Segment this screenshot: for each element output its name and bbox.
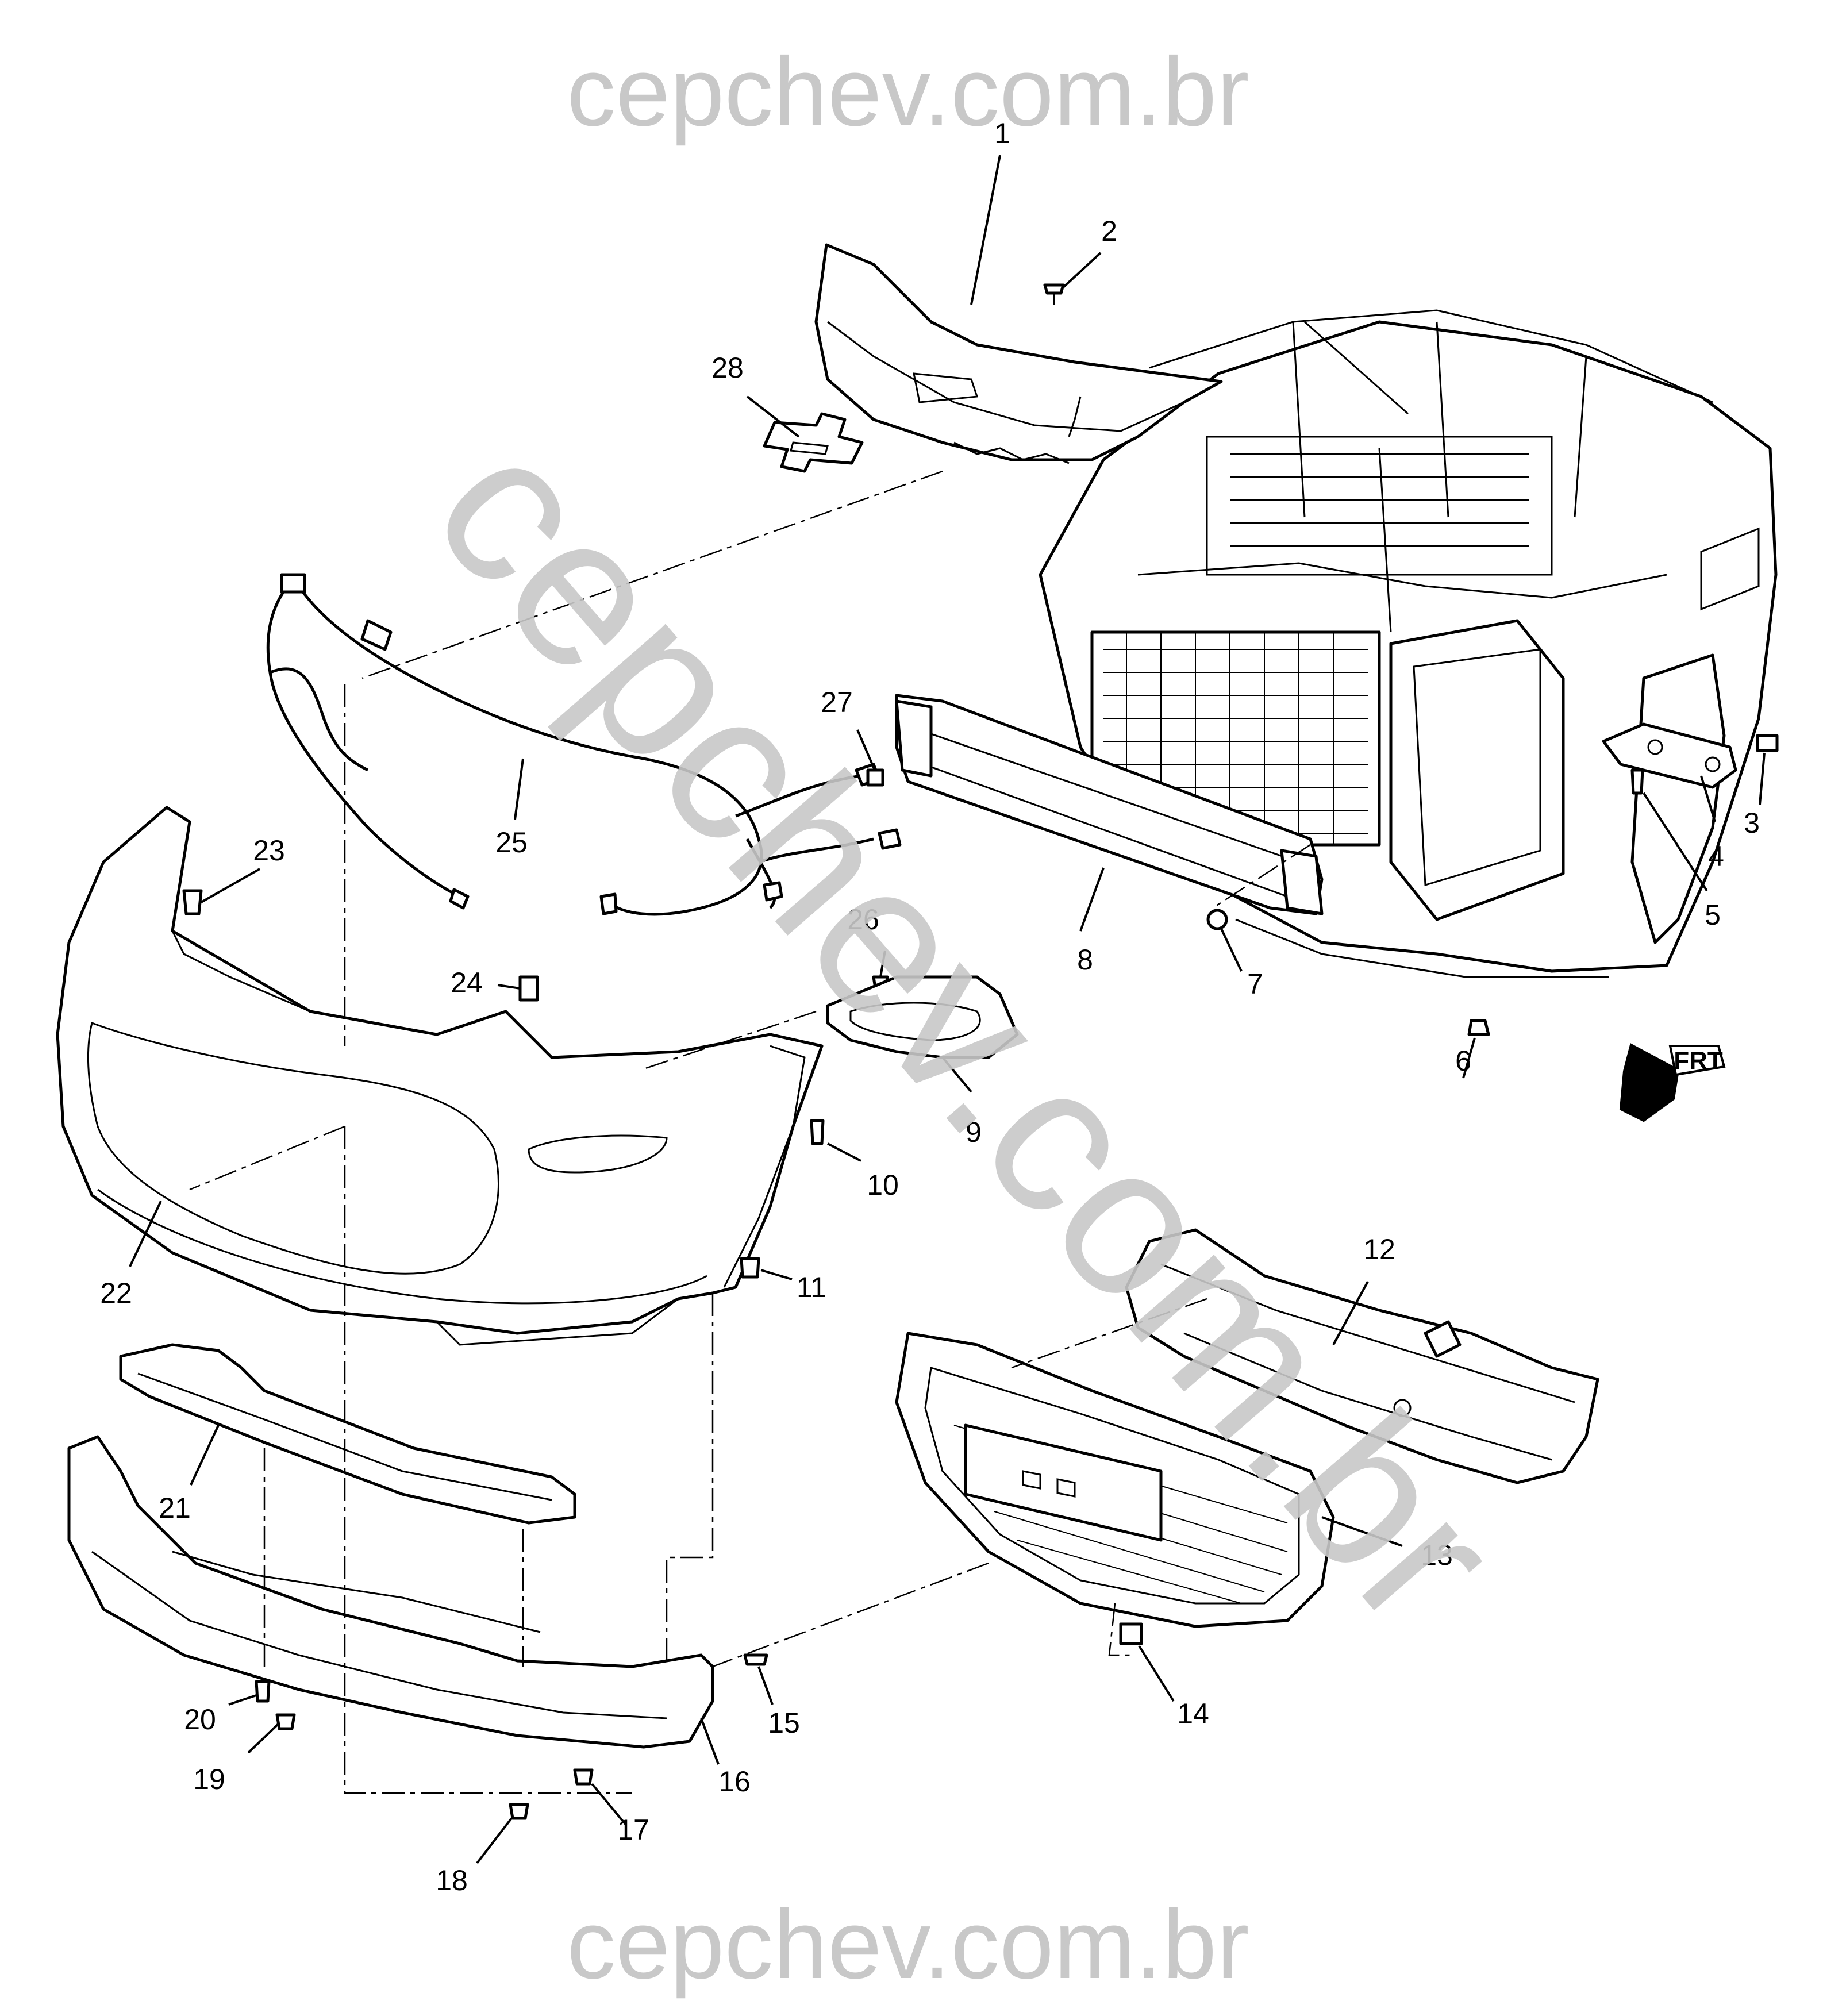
callout-15: 15 <box>768 1707 800 1739</box>
part-10-bolt <box>810 1119 825 1145</box>
part-1-upper-grille <box>814 243 1223 461</box>
callout-3: 3 <box>1744 807 1760 839</box>
callout-labels: 1 2 3 4 5 6 7 8 9 10 11 12 13 14 15 16 1… <box>100 117 1760 1896</box>
callout-7: 7 <box>1247 968 1263 1000</box>
callout-5: 5 <box>1705 899 1721 931</box>
phantom-alignment-lines <box>189 470 1311 1794</box>
leader-lines <box>129 155 1766 1864</box>
callout-27: 27 <box>821 686 853 718</box>
callout-14: 14 <box>1177 1698 1209 1730</box>
part-13-lower-grille <box>895 1332 1335 1628</box>
part-6-clip <box>1467 1019 1490 1036</box>
part-22-bumper-fascia <box>56 806 824 1346</box>
part-8-impact-bar <box>895 694 1324 915</box>
callout-1: 1 <box>994 117 1010 149</box>
callout-9: 9 <box>966 1116 982 1148</box>
front-arrow-icon <box>1619 1043 1680 1122</box>
part-4-bracket <box>1602 722 1737 789</box>
watermark-top: cepchev.com.br <box>567 37 1249 147</box>
part-5-bolt <box>1630 768 1644 795</box>
callout-24: 24 <box>451 967 483 999</box>
part-15-screw <box>743 1653 768 1666</box>
callout-25: 25 <box>495 826 528 859</box>
part-19-clip <box>275 1713 296 1730</box>
part-12-grille-bracket <box>1125 1228 1599 1484</box>
callout-12: 12 <box>1363 1233 1395 1265</box>
watermark-bottom: cepchev.com.br <box>567 1890 1249 1999</box>
part-27-nut <box>866 768 884 787</box>
callout-13: 13 <box>1421 1539 1453 1571</box>
part-24-clip <box>518 975 539 1002</box>
callout-16: 16 <box>718 1765 751 1798</box>
callout-8: 8 <box>1077 944 1093 976</box>
part-11-clip <box>740 1257 760 1279</box>
part-17-clip <box>573 1768 594 1786</box>
callout-19: 19 <box>193 1763 225 1795</box>
part-7-nut <box>1206 909 1228 930</box>
callout-11: 11 <box>797 1271 826 1303</box>
callout-22: 22 <box>100 1277 132 1309</box>
callout-17: 17 <box>617 1814 649 1846</box>
part-21-lower-reinforcement <box>119 1343 576 1525</box>
callout-23: 23 <box>253 834 285 867</box>
part-14-nut <box>1119 1622 1143 1645</box>
front-label: FRT <box>1674 1047 1723 1075</box>
callout-6: 6 <box>1455 1045 1471 1077</box>
part-3-nut <box>1756 734 1779 752</box>
callout-2: 2 <box>1101 215 1117 247</box>
part-23-clip <box>182 889 203 915</box>
part-18-clip <box>509 1803 529 1820</box>
callout-18: 18 <box>436 1864 468 1896</box>
callout-4: 4 <box>1708 840 1724 872</box>
part-9-fog-lamp-bezel <box>826 975 1019 1059</box>
callout-21: 21 <box>159 1492 191 1524</box>
callout-28: 28 <box>711 352 744 384</box>
callout-26: 26 <box>847 903 879 936</box>
front-direction-indicator: FRT <box>1619 1043 1726 1122</box>
part-2-push-pin <box>1043 283 1065 305</box>
part-25-wiring-harness <box>266 573 902 916</box>
callout-20: 20 <box>184 1703 216 1736</box>
callout-10: 10 <box>867 1169 899 1201</box>
part-20-screw <box>255 1680 271 1703</box>
